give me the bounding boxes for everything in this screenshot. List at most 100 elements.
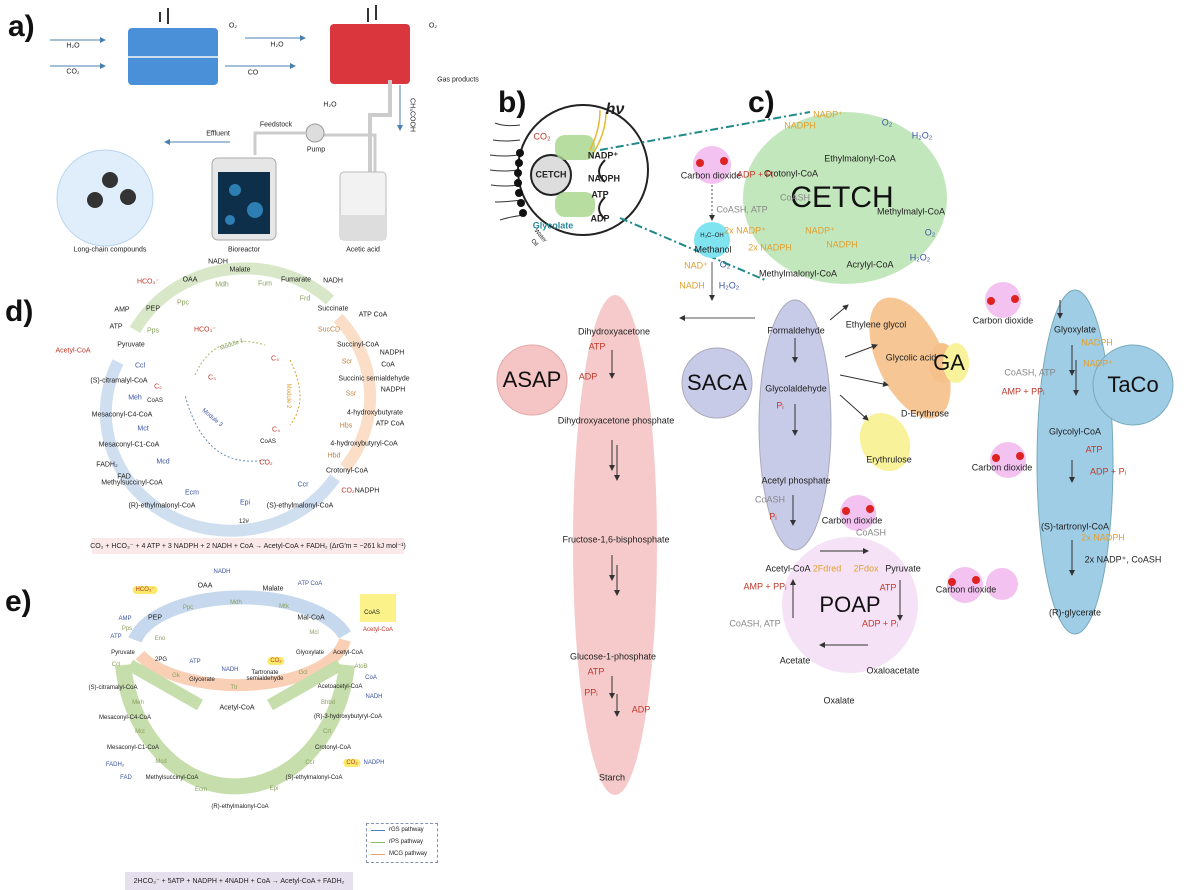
label: ATP xyxy=(109,323,123,331)
label: Formaldehyde xyxy=(767,325,825,336)
label: (S)-citramalyl-CoA xyxy=(90,377,148,385)
label: NAD⁺ xyxy=(684,260,708,271)
label: Gk xyxy=(172,673,180,679)
label: Scr xyxy=(341,358,353,366)
label: (S)-ethylmalonyl-CoA xyxy=(285,775,343,781)
label: Mcd xyxy=(156,458,170,466)
label: Mcd xyxy=(155,759,167,765)
panel-b-graphics xyxy=(489,104,811,281)
asap-title: ASAP xyxy=(502,367,562,392)
label: FAD xyxy=(120,775,132,781)
label: ATP xyxy=(587,666,605,677)
label: CoA xyxy=(365,675,377,681)
label: Malate xyxy=(262,585,284,593)
label: NADPH xyxy=(784,120,816,131)
label: FADH₂ xyxy=(96,461,118,469)
label: 4-hydroxybutyrate xyxy=(346,409,404,417)
label: AtoB xyxy=(354,664,368,670)
label: Crotonyl-CoA xyxy=(314,745,352,751)
label: H₂O xyxy=(66,42,80,50)
taco-title: TaCo xyxy=(1107,372,1159,397)
label: CH₃COOH xyxy=(408,98,416,132)
label: Glucose-1-phosphate xyxy=(569,651,657,662)
label: Succinyl-CoA xyxy=(336,341,380,349)
label: (S)-ethylmalonyl-CoA xyxy=(266,502,334,510)
label: CoASH, ATP xyxy=(729,618,781,629)
panel-label-a: a) xyxy=(8,10,35,43)
label: Crotonyl-CoA xyxy=(325,467,369,475)
label: ADP + Pᵢ xyxy=(1089,466,1127,477)
label: PEP xyxy=(145,305,161,313)
label: ADP xyxy=(590,213,610,224)
label: 4-hydroxybutyryl-CoA xyxy=(330,440,398,448)
label: C₃ xyxy=(208,374,216,382)
label: Carbon dioxide xyxy=(821,515,883,526)
label: O₂ xyxy=(228,22,238,30)
label: (S)-tartronyl-CoA xyxy=(1040,521,1110,532)
label: hν xyxy=(605,101,625,118)
label: Mesaconyl-C1-CoA xyxy=(106,745,160,751)
label: Epi xyxy=(239,499,251,507)
label: NADPH xyxy=(587,173,621,184)
label: H₂O xyxy=(270,41,284,49)
label: CoASH xyxy=(855,527,887,538)
label: PPᵢ xyxy=(584,687,598,698)
asap-ellipse xyxy=(573,295,657,795)
label: Ssr xyxy=(345,390,357,398)
label: Mesaconyl-C4-CoA xyxy=(91,411,153,419)
label: FADH₂ xyxy=(105,762,125,768)
label: O₂ xyxy=(719,259,731,270)
panel-a-graphics xyxy=(50,5,410,247)
panel-label-c: c) xyxy=(748,86,775,119)
label: Eno xyxy=(154,636,166,642)
label: Frd xyxy=(299,295,311,303)
label: Fumarate xyxy=(281,276,311,284)
label: 2x NADP⁺, CoASH xyxy=(1084,554,1162,565)
poap-title: POAP xyxy=(819,592,881,617)
label: ATP xyxy=(591,189,609,200)
label: FAD xyxy=(117,473,131,481)
label: Mesaconyl-C4-CoA xyxy=(98,715,152,721)
label: NADH xyxy=(323,277,343,285)
cetch-title: CETCH xyxy=(790,181,894,214)
label: AMP + PPᵢ xyxy=(743,581,787,592)
label: CoAS xyxy=(260,439,276,445)
co2-bubbles xyxy=(693,146,1026,603)
label: AMP xyxy=(114,306,130,314)
label: HCO₃⁻ xyxy=(136,278,160,286)
label: Ttr xyxy=(230,685,238,691)
label: Pps xyxy=(121,626,133,632)
pathway-legend: rGS pathway rPS pathway MCG pathway xyxy=(366,823,438,863)
label: Acetate xyxy=(779,655,811,666)
label: Carbon dioxide xyxy=(971,462,1033,473)
label: ATP CoA xyxy=(297,581,323,587)
label: 12# xyxy=(238,519,250,525)
label: Mdh xyxy=(230,600,242,606)
label: Mcl xyxy=(309,630,319,636)
label: Gas products xyxy=(437,76,479,84)
label: Succinate xyxy=(317,305,349,313)
label: Ppc xyxy=(176,299,190,307)
label: HCO₃⁻ xyxy=(193,326,217,334)
panel-e-arcs xyxy=(115,590,355,795)
methanol-bubble xyxy=(694,222,730,258)
label: Ccr xyxy=(297,481,309,489)
label: Erythrulose xyxy=(866,454,912,465)
label: Methylsuccinyl-CoA xyxy=(145,775,199,781)
label: Malate xyxy=(229,266,251,274)
label: Hbd xyxy=(327,452,341,460)
label: Glyoxylate xyxy=(1053,324,1097,335)
label: Pump xyxy=(306,146,326,154)
label: CoAS xyxy=(364,610,380,616)
label: Crt xyxy=(323,729,331,735)
label: CO xyxy=(247,69,259,77)
label: H₂O₂ xyxy=(911,130,933,141)
label: D-Erythrose xyxy=(900,408,950,419)
label: Mesaconyl-C1-CoA xyxy=(98,441,160,449)
label: 2Fdred xyxy=(812,563,842,574)
label: ATP xyxy=(110,634,122,640)
label: CO₂ xyxy=(259,459,273,467)
label: ATP xyxy=(879,582,897,593)
label: Pyruvate xyxy=(117,341,145,349)
